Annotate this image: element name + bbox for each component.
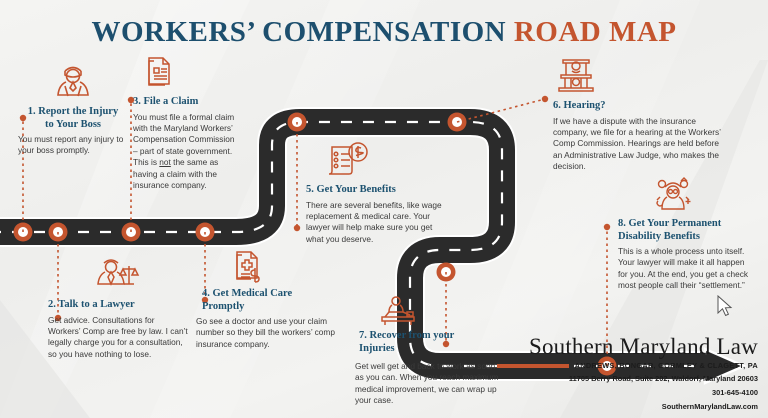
step-3[interactable]: 3. File a Claim You must file a formal c… <box>133 55 238 191</box>
firm-partners: ANDREWS, BONGAR, GORMLEY & CLAGETT, PA <box>496 361 758 370</box>
firm-logo-block[interactable]: Southern Maryland Law ANDREWS, BONGAR, G… <box>496 334 758 412</box>
firm-website: SouthernMarylandLaw.com <box>661 402 758 411</box>
disability-benefits-icon <box>652 175 694 215</box>
step-8-body: This is a whole process unto itself. You… <box>618 246 749 291</box>
claim-documents-icon <box>145 55 179 91</box>
step-6-body: If we have a dispute with the insurance … <box>553 115 721 172</box>
step-8-title-number: 8. <box>618 218 626 229</box>
step-1-body: You must report any injury to your boss … <box>18 134 124 156</box>
step-7-body: Get well get and back to work as soon as… <box>355 361 499 406</box>
step-5-title: 5. Get Your Benefits <box>306 184 396 195</box>
firm-partners-text: ANDREWS, BONGAR, GORMLEY & CLAGETT, PA <box>574 361 758 370</box>
step-2-body: Get advice. Consultations for Workers’ C… <box>48 314 188 359</box>
step-3-title: 3. File a Claim <box>133 96 199 107</box>
benefits-money-icon <box>326 140 370 180</box>
connector-endpoints <box>19 95 611 348</box>
step-5-body: There are several benefits, like wage re… <box>306 199 442 244</box>
medical-bill-icon <box>230 248 266 284</box>
page-title-part1: WORKERS’ COMPENSATION <box>91 16 507 48</box>
firm-name: Southern Maryland Law <box>528 334 758 359</box>
page-title: WORKERS’ COMPENSATION ROAD MAP <box>0 16 768 49</box>
step-3-body-pre: You must file a formal claim with the Ma… <box>133 111 235 168</box>
connector-lines <box>22 98 608 366</box>
step-6-title: 6. Hearing? <box>553 100 606 111</box>
logo-rule <box>496 364 569 369</box>
lawyer-scales-icon <box>95 255 141 295</box>
firm-phone: 301-645-4100 <box>711 388 758 397</box>
step-4-body: Go see a doctor and use your claim numbe… <box>196 316 335 349</box>
road-arrow-head <box>700 347 748 385</box>
step-3-body-emphasis: not <box>159 157 171 168</box>
step-3-body-post: the same as having a claim with the insu… <box>133 157 219 190</box>
step-2-title: 2. Talk to a Lawyer <box>48 299 135 310</box>
page-title-part2: ROAD MAP <box>513 16 677 48</box>
physical-therapy-icon <box>379 295 421 327</box>
firm-address: 11705 Berry Road, Suite 202, Waldorf, Ma… <box>568 374 758 383</box>
step-6[interactable]: 6. Hearing? If we have a dispute with th… <box>553 55 721 173</box>
step-3-body: You must file a formal claim with the Ma… <box>133 112 238 192</box>
step-5[interactable]: 5. Get Your Benefits There are several b… <box>306 140 444 245</box>
step-2[interactable]: 2. Talk to a Lawyer Get advice. Consulta… <box>48 255 188 360</box>
worker-injured-icon <box>53 60 93 102</box>
courthouse-hearing-icon <box>555 55 597 95</box>
